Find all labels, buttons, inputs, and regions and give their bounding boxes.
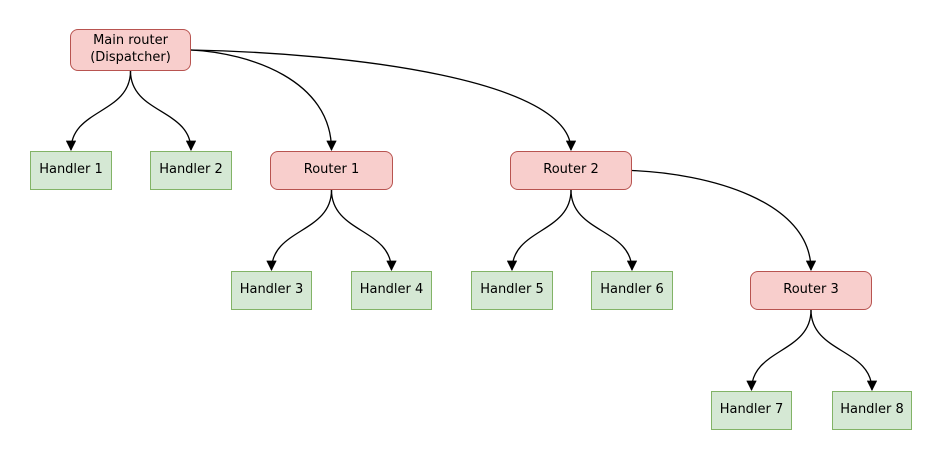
edge-router-3-to-handler-8 (810, 309, 878, 392)
node-handler-7: Handler 7 (711, 391, 792, 430)
edge-router-3-to-handler-7 (746, 309, 812, 392)
node-main-router: Main router (Dispatcher) (70, 29, 191, 71)
edge-router-2-to-handler-5 (506, 189, 572, 272)
edge-group (65, 49, 878, 392)
edge-main-router-to-handler-2 (129, 70, 197, 152)
edge-main-router-to-router-1 (190, 49, 337, 152)
node-handler-1: Handler 1 (30, 151, 112, 190)
node-handler-2: Handler 2 (150, 151, 232, 190)
node-handler-5: Handler 5 (471, 271, 553, 310)
edge-main-router-to-handler-1 (65, 70, 132, 152)
node-router-3: Router 3 (750, 271, 872, 310)
node-handler-8: Handler 8 (832, 391, 912, 430)
node-router-2: Router 2 (510, 151, 632, 190)
edge-router-2-to-handler-6 (570, 189, 638, 272)
node-handler-3: Handler 3 (231, 271, 312, 310)
node-handler-4: Handler 4 (351, 271, 432, 310)
edge-router-1-to-handler-3 (266, 189, 333, 272)
edge-router-2-to-router-3 (631, 169, 817, 272)
edge-main-router-to-router-2 (190, 49, 577, 152)
node-handler-6: Handler 6 (591, 271, 673, 310)
edge-router-1-to-handler-4 (330, 189, 397, 272)
node-router-1: Router 1 (270, 151, 393, 190)
